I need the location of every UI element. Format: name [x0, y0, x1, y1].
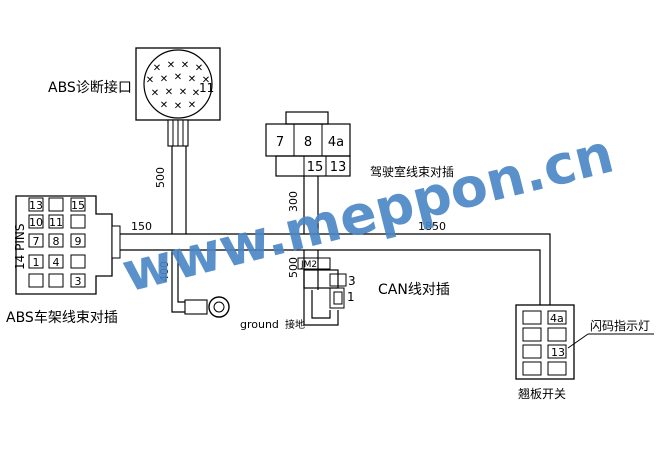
svg-text:✕: ✕	[146, 75, 154, 86]
harness-trunk	[120, 146, 551, 326]
pin-label: 9	[75, 235, 82, 248]
ground-label-cn: 接地	[285, 318, 305, 331]
abs-frame-pin-numbers: 13 15 10 11 7 8 9 1 4 3	[29, 199, 85, 288]
switch-pin-label: 4a	[550, 312, 564, 325]
svg-text:✕: ✕	[181, 60, 189, 71]
svg-text:✕: ✕	[167, 60, 175, 71]
abs-diag-label: ABS诊断接口	[48, 79, 132, 96]
svg-text:✕: ✕	[188, 100, 196, 111]
abs-diagnostic-connector: ✕✕✕✕ ✕✕✕✕✕ ✕✕✕✕ ✕✕✕ 11	[135, 47, 221, 147]
switch-label: 翘板开关	[518, 387, 566, 401]
lamp-leader	[567, 333, 589, 349]
cab-label: 驾驶室线束对插	[370, 164, 454, 179]
svg-text:✕: ✕	[179, 87, 187, 98]
cab-pin-label: 4a	[328, 135, 344, 150]
pin-label: 10	[29, 216, 43, 229]
can-label: CAN线对插	[378, 282, 450, 298]
svg-text:✕: ✕	[188, 74, 196, 85]
length-labels: 500 150 300 1850 400 500	[131, 167, 446, 282]
cab-pin-label: 8	[304, 135, 312, 150]
svg-text:✕: ✕	[151, 88, 159, 99]
svg-text:✕: ✕	[174, 101, 182, 112]
abs-frame-connector: 13 15 10 11 7 8 9 1 4 3 14 PINS	[13, 195, 121, 295]
can-pin-a: 3	[348, 274, 356, 288]
cab-pin-label: 15	[307, 160, 324, 175]
length-400: 400	[158, 261, 171, 282]
length-300: 300	[287, 191, 300, 212]
can-pin-b: 1	[347, 290, 355, 304]
pin-label: 3	[75, 275, 82, 288]
can-jumper-label: JM2	[300, 260, 317, 270]
pin-label: 8	[53, 235, 60, 248]
pin-label: 13	[29, 199, 43, 212]
abs-diag-pin-grid: ✕✕✕✕ ✕✕✕✕✕ ✕✕✕✕ ✕✕✕	[146, 60, 210, 112]
abs-diag-pin-label: 11	[199, 81, 214, 95]
svg-text:✕: ✕	[153, 63, 161, 74]
can-connector: JM2 3 1	[297, 257, 356, 309]
cab-pin-label: 7	[276, 135, 284, 150]
rocker-switch: 4a 13	[515, 304, 575, 380]
svg-text:✕: ✕	[160, 74, 168, 85]
lamp-label: 闪码指示灯	[590, 318, 650, 333]
length-500-diag: 500	[154, 167, 167, 188]
pin-label: 11	[49, 216, 63, 229]
svg-text:✕: ✕	[195, 63, 203, 74]
cab-connector: 7 8 4a 15 13	[265, 111, 351, 177]
abs-frame-label: ABS车架线束对插	[6, 309, 118, 326]
switch-pin-label: 13	[551, 346, 565, 359]
pin-label: 4	[53, 256, 60, 269]
pin-label: 1	[33, 256, 40, 269]
pin-label: 15	[71, 199, 85, 212]
abs-frame-pins-label: 14 PINS	[13, 224, 27, 270]
svg-text:✕: ✕	[202, 75, 210, 86]
svg-text:✕: ✕	[174, 72, 182, 83]
cab-pin-label: 13	[330, 160, 347, 175]
ground-label: ground	[240, 318, 279, 331]
length-150: 150	[131, 220, 152, 233]
svg-text:✕: ✕	[165, 87, 173, 98]
pin-label: 7	[33, 235, 40, 248]
ground-terminal	[184, 296, 230, 318]
length-500-can: 500	[287, 257, 300, 278]
svg-text:✕: ✕	[192, 88, 200, 99]
svg-text:✕: ✕	[160, 100, 168, 111]
length-1850: 1850	[418, 220, 446, 233]
watermark: www.meppon.cn	[116, 122, 620, 305]
